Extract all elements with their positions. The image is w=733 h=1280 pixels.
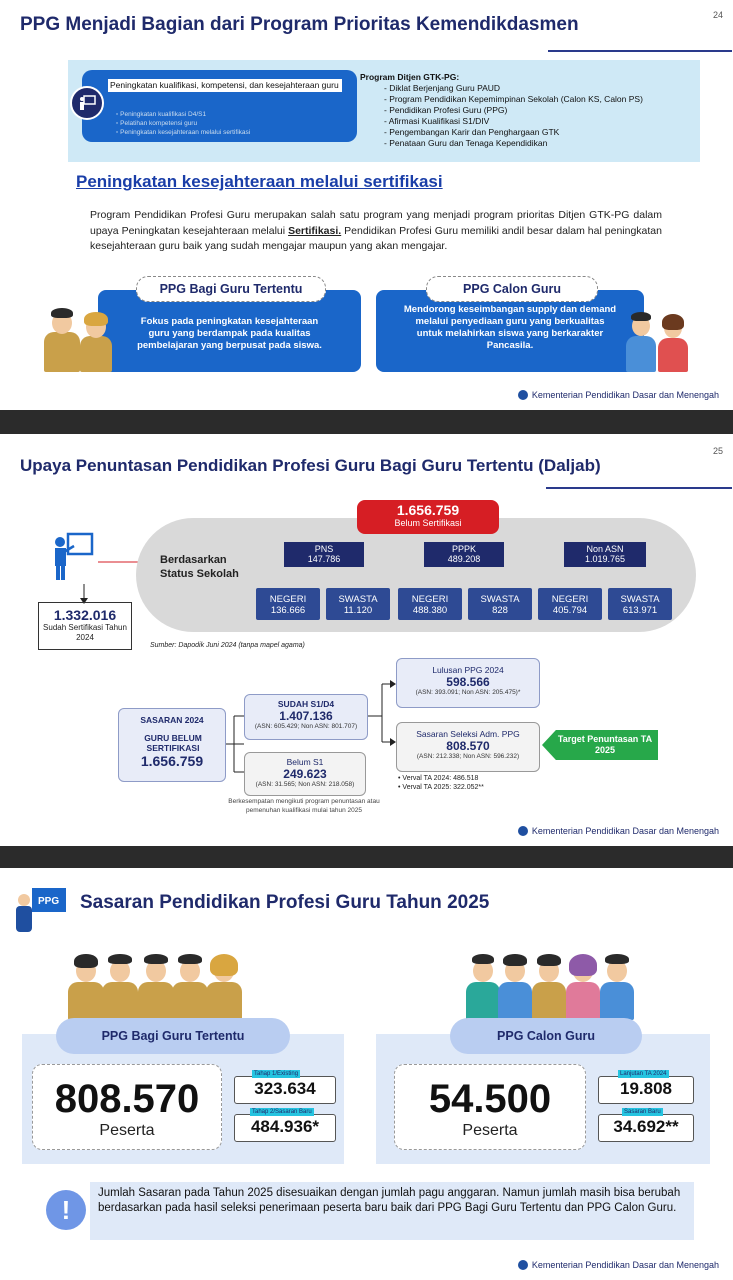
sudah-s1-box: SUDAH S1/D4 1.407.136 (ASN: 605.429; Non… [244,694,368,740]
stage2-tag: Tahap 2/Sasaran Baru [250,1108,314,1116]
slide-title: PPG Menjadi Bagian dari Program Priorita… [20,14,579,35]
card-text: Mendorong keseimbangan supply dan demand… [403,304,617,351]
exclamation-icon: ! [46,1190,86,1230]
slide-25: Upaya Penuntasan Pendidikan Profesi Guru… [0,434,733,846]
ditjen-program-list: Program Ditjen GTK-PG: Diklat Berjenjang… [360,72,643,149]
continuation-tag: Lanjutan TA 2024 [618,1070,669,1078]
verval-item: • Verval TA 2025: 322.052** [398,784,484,791]
section-heading: Peningkatan kesejahteraan melalui sertif… [76,172,443,191]
section-paragraph: Program Pendidikan Profesi Guru merupaka… [90,209,662,252]
ditjen-item: Pengembangan Karir dan Penghargaan GTK [384,127,643,138]
target-arrow: Target Penuntasan TA 2025 [542,730,658,760]
ministry-logo-icon [517,390,528,400]
page-number: 24 [712,10,723,20]
program-subitem: ▫ Peningkatan kesejahteraan melalui sert… [116,129,251,136]
total-value: 54.500 [428,1077,552,1121]
students-illustration [624,308,694,372]
panel-label: PPG Calon Guru [450,1018,642,1054]
card-title: PPG Bagi Guru Tertentu [136,276,326,302]
teachers-group-illustration [68,946,244,1020]
ditjen-item: Pendidikan Profesi Guru (PPG) [384,105,643,116]
uncertified-value: 1.656.759 [396,502,460,518]
sasaran-box: SASARAN 2024 GURU BELUM SERTIFIKASI 1.65… [118,708,226,782]
certified-count-box: 1.332.016 Sudah Sertifikasi Tahun 2024 [38,602,132,650]
stage1-box: 323.634 [234,1076,336,1104]
seleksi-ppg-box: Sasaran Seleksi Adm. PPG 808.570 (ASN: 2… [396,722,540,772]
total-participants-box: 808.570 Peserta [32,1064,222,1150]
lulusan-ppg-box: Lulusan PPG 2024 598.566 (ASN: 393.091; … [396,658,540,708]
card-title: PPG Calon Guru [426,276,598,302]
ppg-teacher-icon: PPG [16,888,66,932]
info-band [90,1182,694,1240]
belum-s1-note: Berkesempatan mengikuti program penuntas… [228,798,380,814]
uncertified-total-box: 1.656.759 Belum Sertifikasi [357,500,499,534]
slide-sasaran-2025: PPG Sasaran Pendidikan Profesi Guru Tahu… [0,868,733,1280]
verval-list: • Verval TA 2024: 486.518 • Verval TA 20… [398,774,484,792]
teacher-presentation-icon [55,532,94,580]
belum-s1-box: Belum S1 249.623 (ASN: 31.565; Non ASN: … [244,752,366,796]
ditjen-item: Program Pendidikan Kepemimpinan Sekolah … [384,94,643,105]
program-heading: Peningkatan kualifikasi, kompetensi, dan… [108,79,342,92]
footer: Kementerian Pendidikan Dasar dan Menenga… [517,1260,719,1270]
slide-24: PPG Menjadi Bagian dari Program Priorita… [0,0,733,410]
info-text: Jumlah Sasaran pada Tahun 2025 disesuaik… [98,1187,681,1214]
card-ppg-guru-tertentu: Fokus pada peningkatan kesejahteraan gur… [98,290,361,372]
footer: Kementerian Pendidikan Dasar dan Menenga… [517,826,719,836]
ditjen-item: Penataan Guru dan Tenaga Kependidikan [384,138,643,149]
total-unit: Peserta [99,1122,155,1139]
footer: Kementerian Pendidikan Dasar dan Menenga… [517,390,719,400]
card-text: Fokus pada peningkatan kesejahteraan gur… [137,316,322,351]
title-rule [548,50,732,52]
stage1-tag: Tahap 1/Existing [252,1070,301,1078]
card-ppg-calon-guru: Mendorong keseimbangan supply dan demand… [376,290,644,372]
teacher-board-icon [70,86,104,120]
panel-label: PPG Bagi Guru Tertentu [56,1018,290,1054]
ditjen-item: Afirmasi Kualifikasi S1/DIV [384,116,643,127]
program-subitem: ▫ Pelatihan kompetensi guru [116,120,198,127]
new-target-box: 34.692** [598,1114,694,1142]
status-label: Berdasarkan Status Sekolah [160,554,239,580]
ministry-logo-icon [517,1260,528,1270]
total-participants-box: 54.500 Peserta [394,1064,586,1150]
program-subitems: ▫ Peningkatan kualifikasi D4/S1 ▫ Pelati… [116,110,250,137]
teachers-illustration [42,306,122,372]
slide-title: Upaya Penuntasan Pendidikan Profesi Guru… [20,456,601,475]
uncertified-label: Belum Sertifikasi [394,518,462,528]
new-target-tag: Sasaran Baru [622,1108,663,1116]
data-source: Sumber: Dapodik Juni 2024 (tanpa mapel a… [150,642,305,649]
continuation-box: 19.808 [598,1076,694,1104]
students-group-illustration [466,946,636,1020]
certified-value: 1.332.016 [53,607,117,623]
program-subitem: ▫ Peningkatan kualifikasi D4/S1 [116,111,207,118]
total-unit: Peserta [462,1122,518,1139]
page-number: 25 [712,446,723,456]
stage2-box: 484.936* [234,1114,336,1142]
ditjen-title: Program Ditjen GTK-PG: [360,72,460,82]
title-rule [546,487,732,489]
verval-item: • Verval TA 2024: 486.518 [398,775,479,782]
total-value: 808.570 [54,1077,200,1121]
ditjen-item: Diklat Berjenjang Guru PAUD [384,83,643,94]
svg-text:PPG: PPG [38,896,59,907]
ministry-logo-icon [517,826,528,836]
slide-title: Sasaran Pendidikan Profesi Guru Tahun 20… [80,892,490,913]
certified-label: Sudah Sertifikasi Tahun 2024 [43,623,127,642]
